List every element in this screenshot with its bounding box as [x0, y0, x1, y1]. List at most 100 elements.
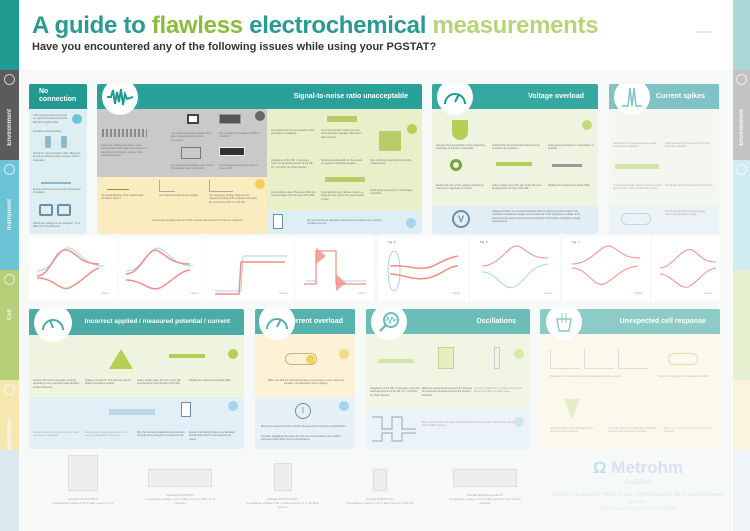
support-cta: Still have a question? Rely on our certi…	[552, 492, 724, 505]
cv-chart-icon	[550, 349, 580, 369]
capacitor-icon	[494, 347, 500, 369]
cell-badge-icon	[228, 349, 238, 359]
electrode-rod-icon	[169, 354, 205, 358]
electrodes-icon	[4, 384, 15, 395]
cell-icon	[4, 274, 15, 285]
card-unexpected-response: Unexpected cell response Make sure that …	[540, 309, 720, 449]
category-instrument-right	[733, 160, 750, 270]
instrument-badge-icon	[255, 179, 265, 189]
instrument-image	[453, 469, 517, 487]
frequency-chart-icon	[209, 180, 233, 192]
brand-block: Ω Metrohm Autolab Still have a question?…	[548, 458, 728, 512]
product-item: Autolab PGSTAT302N Compliance voltage ± …	[48, 455, 118, 505]
plot-fig-4: Noise	[296, 236, 374, 301]
spike-medal-icon	[614, 84, 650, 115]
category-cell-right	[733, 270, 750, 380]
sub-brand: Autolab	[624, 477, 652, 486]
gauge-medal-icon	[437, 84, 473, 115]
noise-wave-icon	[102, 129, 147, 137]
checklist-icon	[273, 214, 283, 229]
support-link[interactable]: https://www.metrohm.com/autolab	[600, 506, 676, 512]
instrument-image	[68, 455, 98, 491]
product-item: Autolab PGSTAT204 Compliance voltage ± 2…	[140, 455, 220, 505]
ground-loop-icon	[109, 409, 155, 415]
gauge-medal-icon	[259, 309, 295, 340]
category-strip-left: Environment Instrument Cell Electrodes	[0, 0, 19, 531]
card-oscillations: Oscillations Impedance of the RE: If nec…	[366, 309, 530, 449]
magnifier-medal-icon	[371, 309, 407, 340]
faraday-cage-icon	[181, 147, 201, 159]
plot-fig-6: Fig. 6 Noise	[470, 236, 560, 301]
category-other-right	[733, 450, 750, 531]
averaging-chart-icon	[159, 180, 175, 192]
voltmeter-icon: V	[452, 210, 470, 228]
card-voltage-overload: Voltage overload Increase the concentrat…	[432, 84, 598, 234]
title-part: electrochemical	[249, 12, 433, 39]
reference-electrode-icon	[552, 164, 582, 167]
category-electrodes: Electrodes	[0, 380, 19, 450]
filter-wave-icon	[107, 182, 129, 190]
electrode-ring-icon	[450, 159, 462, 171]
instrument-badge-icon	[72, 114, 82, 124]
cell-setup-icon	[438, 347, 454, 369]
plot-fig-2: Noise	[118, 236, 206, 301]
category-cell: Cell	[0, 270, 19, 380]
ammeter-icon: I	[295, 403, 311, 419]
snr-environment-panel: Keep your working area clean. Keep exper…	[97, 109, 167, 177]
power-socket-icon	[187, 114, 199, 124]
card-title: Signal-to-noise ratio unacceptable	[97, 84, 422, 109]
product-item: Autolab PGSTAT101 Compliance voltage ± 1…	[345, 455, 415, 505]
product-item: Autolab PGSTAT302N Compliance voltage ± …	[245, 455, 320, 509]
power-strip-icon	[219, 147, 245, 156]
snr-diagnostic-panel: Run the instrument diagnostic tool and t…	[267, 211, 422, 234]
diagnostic-badge-icon	[406, 218, 416, 228]
card-title: No connection	[29, 84, 87, 109]
ground-loop-icon	[615, 164, 659, 169]
instrument-image	[148, 469, 212, 487]
plot-fig-8: Noise	[652, 236, 720, 301]
ups-icon	[219, 114, 241, 124]
snr-instrument-panel: Use signal filtering, if the experimenta…	[97, 177, 267, 234]
category-strip-right: Environment	[733, 0, 750, 531]
current-range-toggle-icon	[285, 353, 317, 365]
cell-badge-icon	[514, 349, 524, 359]
category-environment: Environment	[0, 70, 19, 160]
title-part: flawless	[151, 12, 250, 39]
environment-icon	[4, 74, 15, 85]
metrohm-logo-icon: Ω	[592, 458, 612, 477]
flask-icon	[452, 120, 468, 140]
gauge-medal-icon	[34, 309, 72, 342]
title-part: A guide to	[32, 12, 152, 39]
usb-cable-icon	[45, 136, 51, 148]
instrument-badge-icon	[339, 401, 349, 411]
stir-plate-icon	[379, 131, 401, 151]
card-current-spikes: Current spikes Cell cables: Do not use e…	[609, 84, 719, 234]
environment-icon	[736, 74, 747, 85]
cell-badge-icon	[582, 120, 592, 130]
card-incorrect-applied: Incorrect applied / measured potential /…	[29, 309, 244, 449]
card-signal-to-noise: Signal-to-noise ratio unacceptable Keep …	[97, 84, 422, 234]
cv-chart-icon	[584, 349, 614, 369]
beaker-medal-icon	[546, 309, 582, 340]
card-current-overload: Current overload Make sure that the most…	[255, 309, 355, 449]
checklist-icon	[181, 402, 191, 417]
card-no-connection: No connection If the instrument doesn't …	[29, 84, 87, 234]
instrument-badge-icon	[339, 349, 349, 359]
environment-badge-icon	[255, 111, 265, 121]
plot-fig-3: Noise	[207, 236, 295, 301]
instrument-icon	[736, 164, 747, 175]
waveform-medal-icon	[102, 84, 138, 115]
instrument-badge-icon	[228, 401, 238, 411]
page-subtitle: Have you encountered any of the followin…	[32, 41, 437, 53]
electrode-rod-icon	[496, 162, 532, 166]
title-part: measurements	[432, 12, 599, 39]
electrode-icon	[327, 116, 357, 122]
category-other	[0, 450, 19, 531]
plot-fig-1: Noise	[29, 236, 117, 301]
plot-fig-7: Fig. 7 Noise	[562, 236, 650, 301]
instrument-image	[273, 463, 292, 491]
cell-badge-icon	[407, 124, 417, 134]
instrument-badge-icon	[514, 417, 524, 427]
plot-fig-5: Fig. 5 Noise	[378, 236, 468, 301]
category-instrument: Instrument	[0, 160, 19, 270]
